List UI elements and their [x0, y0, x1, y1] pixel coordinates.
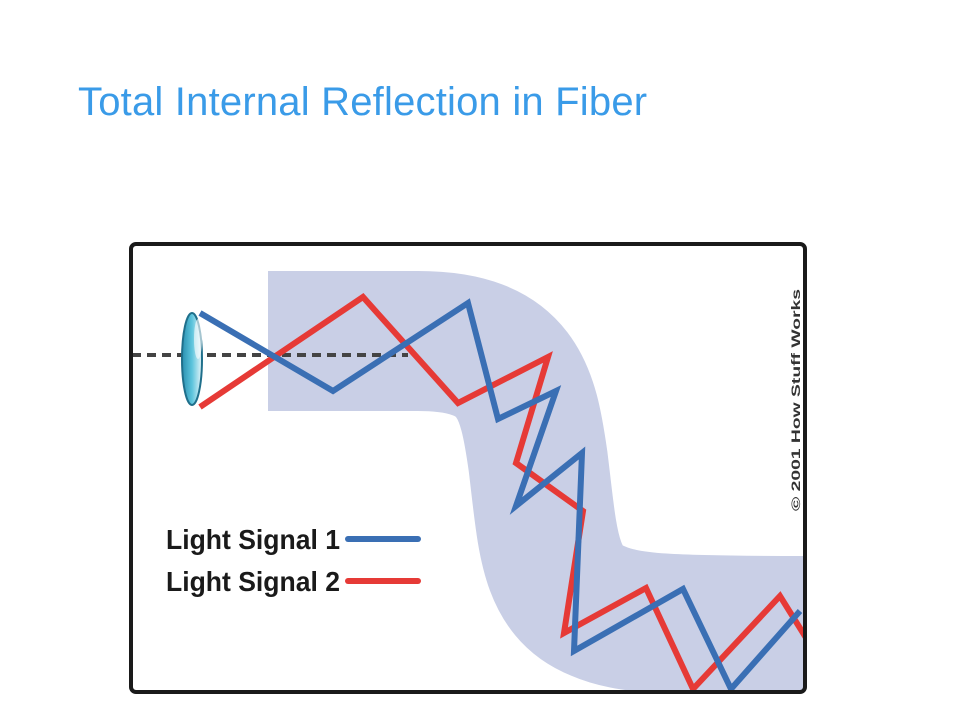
diagram-frame-border — [129, 242, 807, 694]
legend: Light Signal 1 Light Signal 2 — [166, 524, 421, 597]
fiber-diagram: Light Signal 1 Light Signal 2 © 2001 How… — [128, 241, 808, 695]
legend-label-signal-1: Light Signal 1 — [166, 524, 340, 555]
slide-title: Total Internal Reflection in Fiber — [78, 80, 648, 124]
legend-label-signal-2: Light Signal 2 — [166, 566, 340, 597]
light-signal-1-path — [198, 298, 803, 691]
copyright-text: © 2001 How Stuff Works — [789, 288, 803, 511]
light-signal-2-path — [198, 293, 804, 691]
fiber-diagram-canvas: Light Signal 1 Light Signal 2 © 2001 How… — [129, 242, 807, 694]
light-source-icon — [181, 312, 203, 406]
